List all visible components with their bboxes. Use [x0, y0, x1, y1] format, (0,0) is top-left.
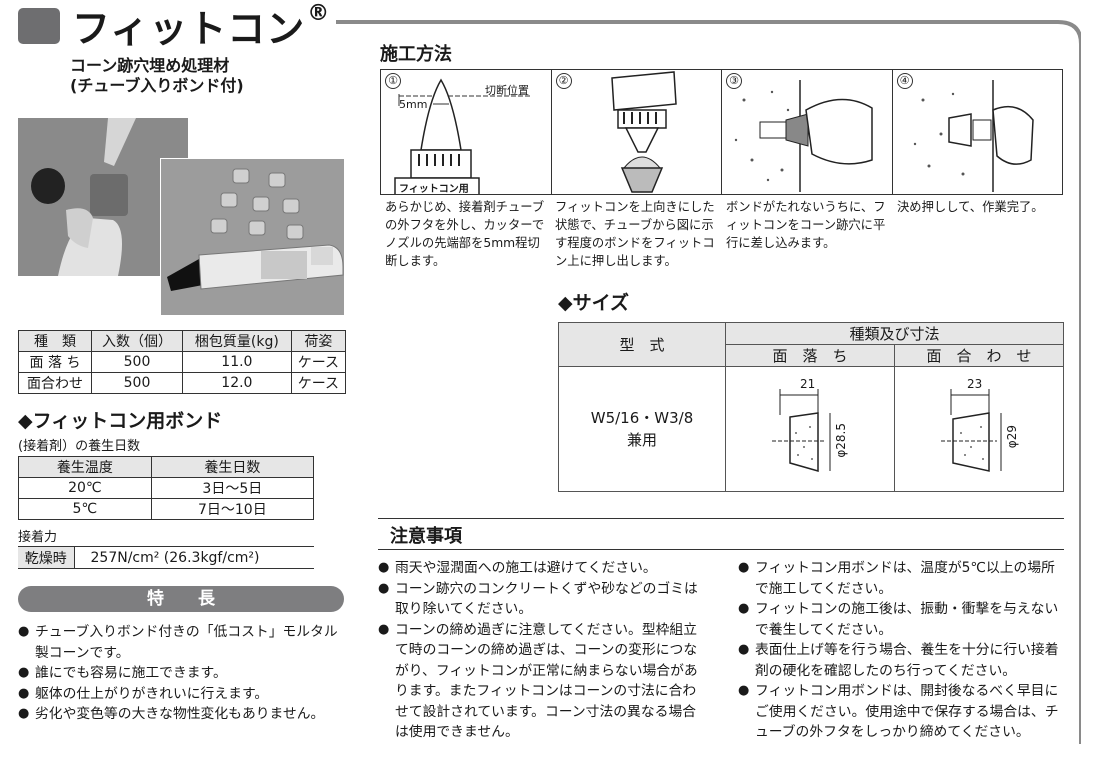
col-quantity: 入数（個）: [91, 330, 183, 352]
product-photo-tube-and-cones: [160, 158, 345, 316]
step-1-text: あらかじめ、接着剤チューブの外フタを外し、カッターでノズルの先端部を5mm程切断…: [385, 200, 545, 268]
size-heading: ◆サイズ: [558, 292, 630, 314]
notes-heading: 注意事項: [390, 526, 462, 547]
step-1-figure: ① 切断位置 5mm フィットコン用: [381, 70, 552, 194]
step-2-figure: ②: [552, 70, 722, 194]
table-row: W5/16・W3/8 兼用 21 φ28.5: [558, 366, 1064, 492]
subtitle-line2: (チューブ入りボンド付): [70, 76, 244, 95]
cut-position-label: 切断位置: [485, 84, 529, 97]
table-row: 5℃ 7日〜10日: [18, 498, 315, 520]
list-item: フィットコン用ボンドは、温度が5℃以上の場所で施工してください。: [738, 558, 1064, 599]
notes-rule-bottom: [378, 549, 1064, 550]
curing-caption: (接着剤）の養生日数: [18, 439, 141, 454]
col-menawase: 面 合 わ せ: [894, 344, 1064, 367]
col-dimensions: 種類及び寸法: [725, 322, 1064, 345]
registered-mark: ®: [307, 1, 331, 26]
curing-table: 養生温度 養生日数 20℃ 3日〜5日 5℃ 7日〜10日: [18, 456, 315, 520]
list-item: チューブ入りボンド付きの「低コスト」モルタル製コーンです。: [18, 622, 346, 663]
menawase-diameter: φ29: [1005, 425, 1019, 449]
page-title: フィットコン®: [72, 1, 331, 51]
notes-list-left: 雨天や湿潤面への施工は避けてください。 コーン跡穴のコンクリートくずや砂などのゴ…: [378, 558, 704, 743]
step-3-text: ボンドがたれないうちに、フィットコンをコーン跡穴に平行に差し込みます。: [726, 200, 886, 250]
list-item: フィットコン用ボンドは、開封後なるべく早目にご使用ください。使用途中で保存する場…: [738, 681, 1064, 743]
table-row: 面 落 ち 500 11.0 ケース: [17, 351, 347, 373]
mentochi-width: 21: [800, 377, 816, 391]
col-packing: 荷姿: [290, 330, 347, 352]
menawase-width: 23: [967, 377, 983, 391]
procedure-heading: 施工方法: [380, 44, 452, 65]
mentochi-diameter: φ28.5: [834, 423, 848, 458]
adhesion-table: 乾燥時 257N/cm² (26.3kgf/cm²): [18, 546, 314, 569]
list-item: フィットコンの施工後は、振動・衝撃を与えないで養生してください。: [738, 599, 1064, 640]
product-table: 種 類 入数（個） 梱包質量(kg) 荷姿 面 落 ち 500 11.0 ケース…: [17, 330, 347, 394]
menawase-drawing: 23 φ29: [894, 366, 1064, 492]
title-square-mark: [18, 8, 60, 44]
list-item: コーンの締め過ぎに注意してください。型枠組立て時のコーンの締め過ぎは、コーンの変…: [378, 620, 704, 743]
features-list: チューブ入りボンド付きの「低コスト」モルタル製コーンです。 誰にでも容易に施工で…: [18, 622, 346, 725]
5mm-label: 5mm: [399, 98, 428, 111]
list-item: 劣化や変色等の大きな物性変化もありません。: [18, 704, 346, 725]
list-item: 表面仕上げ等を行う場合、養生を十分に行い接着剤の硬化を確認したのち行ってください…: [738, 640, 1064, 681]
step-4-text: 決め押しして、作業完了。: [897, 200, 1044, 214]
list-item: 誰にでも容易に施工できます。: [18, 663, 346, 684]
features-heading: 特長: [18, 586, 344, 612]
list-item: コーン跡穴のコンクリートくずや砂などのゴミは取り除いてください。: [378, 579, 704, 620]
procedure-steps: ① 切断位置 5mm フィットコン用 ②: [380, 69, 1063, 195]
notes-list-right: フィットコン用ボンドは、温度が5℃以上の場所で施工してください。 フィットコンの…: [738, 558, 1064, 743]
list-item: 雨天や湿潤面への施工は避けてください。: [378, 558, 704, 579]
subtitle-line1: コーン跡穴埋め処理材: [70, 56, 230, 75]
col-weight: 梱包質量(kg): [181, 330, 292, 352]
col-mentochi: 面 落 ち: [725, 344, 895, 367]
table-row: 20℃ 3日〜5日: [18, 477, 315, 499]
notes-rule: [378, 518, 1064, 519]
size-table: 型 式 種類及び寸法 面 落 ち 面 合 わ せ W5/16・W3/8 兼用 2…: [558, 322, 1064, 492]
adhesion-label: 接着力: [18, 530, 58, 545]
step-2-text: フィットコンを上向きにした状態で、チューブから図に示す程度のボンドをフィットコン…: [555, 200, 715, 268]
col-model: 型 式: [558, 322, 726, 367]
list-item: 躯体の仕上がりがきれいに行えます。: [18, 684, 346, 705]
table-row: 面合わせ 500 12.0 ケース: [17, 372, 347, 394]
step-4-figure: ④: [893, 70, 1063, 194]
step-3-figure: ③: [722, 70, 893, 194]
bond-heading: ◆フィットコン用ボンド: [18, 410, 223, 432]
tube-label: フィットコン用: [399, 184, 469, 194]
col-type: 種 類: [17, 330, 93, 352]
mentochi-drawing: 21 φ28.5: [725, 366, 895, 492]
